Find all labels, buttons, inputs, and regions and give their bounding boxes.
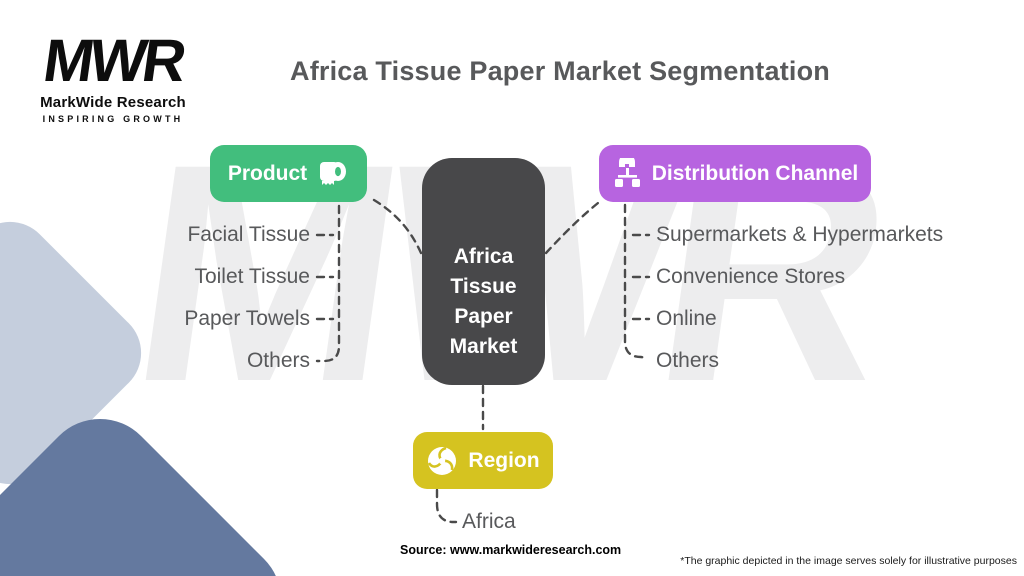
distribution-item-list: Supermarkets & Hypermarkets Convenience … — [656, 214, 976, 382]
toilet-paper-roll-icon — [317, 159, 349, 189]
logo-company-name: MarkWide Research — [40, 94, 186, 111]
list-item: Paper Towels — [184, 307, 310, 330]
list-item: Supermarkets & Hypermarkets — [656, 223, 944, 246]
list-item: Convenience Stores — [656, 265, 846, 288]
product-item-list: Facial Tissue Toilet Tissue Paper Towels… — [100, 214, 310, 382]
distribution-button-label: Distribution Channel — [651, 161, 859, 185]
list-item: Others — [656, 349, 720, 372]
source-credit: Source: www.markwideresearch.com — [400, 543, 622, 557]
markwide-logo: MWR MarkWide Research INSPIRING GROWTH — [28, 27, 198, 124]
product-branch-button[interactable]: Product — [210, 145, 367, 202]
central-market-node: Africa Tissue Paper Market — [422, 158, 545, 385]
page-title: Africa Tissue Paper Market Segmentation — [290, 56, 830, 86]
disclaimer-note: *The graphic depicted in the image serve… — [680, 555, 1017, 567]
sitemap-icon — [612, 157, 642, 190]
distribution-channel-branch-button[interactable]: Distribution Channel — [599, 145, 871, 202]
list-item: Others — [246, 349, 310, 372]
globe-icon — [426, 445, 458, 477]
list-item: Toilet Tissue — [194, 265, 310, 288]
list-item: Online — [656, 307, 717, 330]
region-item-africa: Africa — [462, 510, 516, 533]
logo-tagline: INSPIRING GROWTH — [42, 114, 184, 124]
region-branch-button[interactable]: Region — [413, 432, 553, 489]
list-item: Facial Tissue — [187, 223, 310, 246]
region-button-label: Region — [468, 448, 540, 472]
product-button-label: Product — [227, 161, 308, 185]
